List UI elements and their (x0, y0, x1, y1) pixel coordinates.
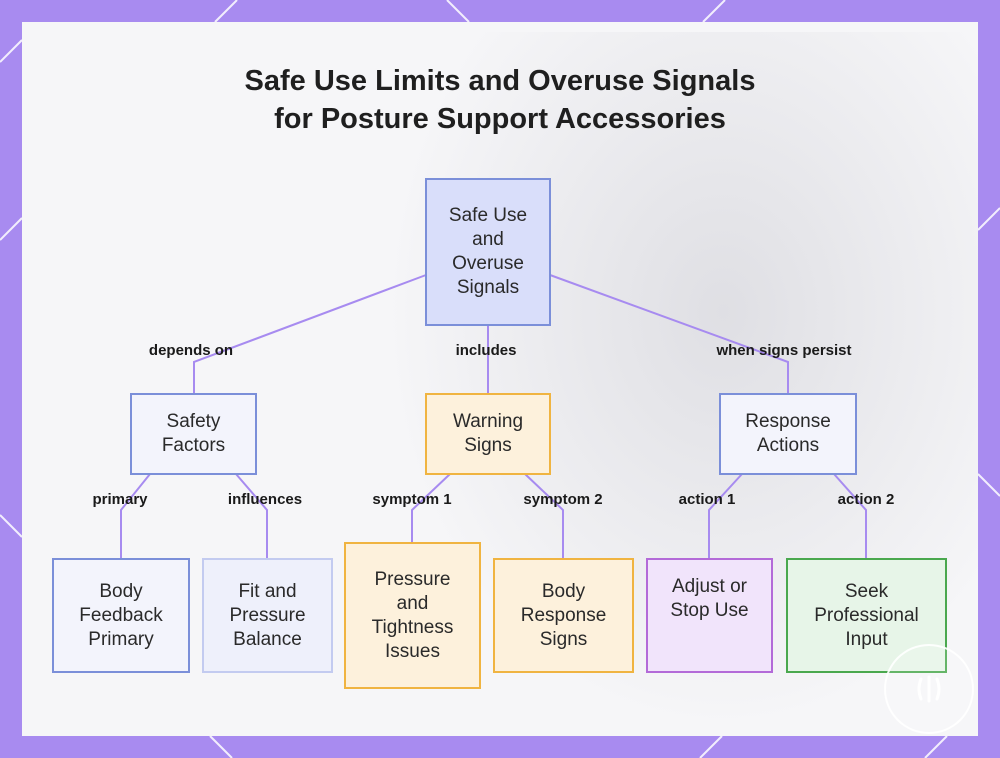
node-safety-line: Factors (161, 435, 226, 456)
node-body-response: Body Response Signs (493, 558, 634, 673)
edge-warning-bodyresponse (524, 473, 564, 558)
node-fit-line: Fit and (238, 580, 297, 602)
node-root: Safe Use and Overuse Signals (425, 178, 551, 326)
node-adjust-stop: Adjust or Stop Use (646, 558, 773, 673)
node-warning-line: Warning (452, 411, 524, 432)
edge-safety-body (120, 473, 151, 558)
edge-safety-fit (235, 473, 268, 558)
node-body-feedback: Body Feedback Primary (52, 558, 190, 673)
title-line-2: for Posture Support Accessories (274, 103, 726, 135)
edge-label-symptom-1: symptom 1 (372, 491, 452, 508)
node-seek-line: Seek (844, 580, 889, 602)
edge-label-depends-on: depends on (148, 342, 234, 359)
edge-label-primary: primary (92, 491, 148, 508)
node-pressure-tightness: Pressure and Tightness Issues (344, 542, 481, 689)
edge-response-seek (833, 473, 867, 558)
node-pressure-line: Tightness (371, 616, 454, 638)
node-body-response-line: Response (520, 604, 607, 626)
node-root-line: Overuse (452, 253, 524, 274)
edge-root-safety (193, 274, 427, 393)
node-pressure-line: and (396, 592, 429, 614)
edge-label-includes: includes (455, 342, 517, 359)
node-response-actions: Response Actions (719, 393, 857, 475)
diagram-title: Safe Use Limits and Overuse Signals for … (0, 62, 1000, 138)
watermark-badge-icon (884, 644, 974, 734)
node-adjust-line: Adjust or (672, 575, 747, 597)
edge-label-when-signs-persist: when signs persist (716, 342, 852, 359)
node-seek-line: Professional (814, 604, 919, 626)
node-seek-line: Input (845, 628, 888, 650)
title-line-1: Safe Use Limits and Overuse Signals (244, 65, 756, 97)
badge-glyph-icon (917, 675, 941, 703)
edge-label-action-2: action 2 (837, 491, 895, 508)
node-body-response-line: Body (541, 580, 586, 602)
edge-label-symptom-2: symptom 2 (523, 491, 603, 508)
edge-warning-pressure (411, 473, 451, 542)
node-pressure-line: Issues (385, 640, 440, 662)
edge-root-response (549, 274, 789, 393)
node-root-line: Signals (456, 277, 520, 298)
node-body-feedback-line: Primary (88, 628, 154, 650)
node-response-line: Response (745, 411, 831, 432)
node-body-feedback-line: Body (99, 580, 143, 602)
node-root-line: and (472, 229, 504, 250)
node-warning-line: Signs (464, 435, 512, 456)
node-root-line: Safe Use (448, 205, 528, 226)
node-pressure-line: Pressure (374, 568, 451, 590)
edge-label-influences: influences (227, 491, 303, 508)
node-adjust-line: Stop Use (670, 599, 749, 621)
node-response-line: Actions (756, 435, 820, 456)
node-body-response-line: Signs (539, 628, 588, 650)
node-body-feedback-line: Feedback (79, 604, 163, 626)
node-safety-factors: Safety Factors (130, 393, 257, 475)
node-warning-signs: Warning Signs (425, 393, 551, 475)
edge-label-action-1: action 1 (678, 491, 736, 508)
node-fit-line: Pressure (229, 604, 306, 626)
edge-response-adjust (708, 473, 743, 558)
node-fit-line: Balance (233, 628, 302, 650)
node-fit-pressure: Fit and Pressure Balance (202, 558, 333, 673)
node-safety-line: Safety (166, 411, 221, 432)
